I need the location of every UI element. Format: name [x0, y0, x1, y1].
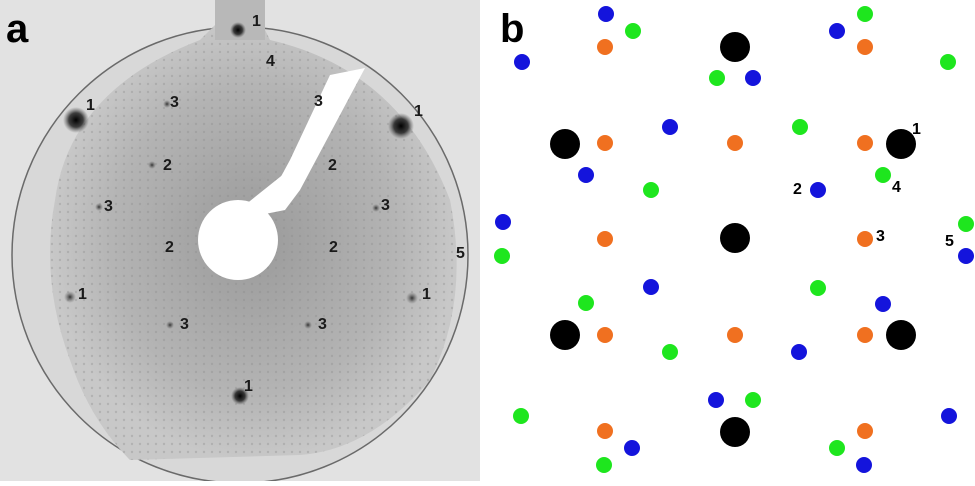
green-spot: [625, 23, 641, 39]
blue-spot: [791, 344, 807, 360]
green-spot: [643, 182, 659, 198]
blue-spot: [829, 23, 845, 39]
model-pattern-panel: 1 2 4 3 5 b: [480, 0, 975, 481]
diffraction-spot: [406, 292, 418, 304]
blue-spot: [662, 119, 678, 135]
spot-label: 2: [165, 239, 174, 256]
green-spot: [857, 6, 873, 22]
spot-label: 3: [318, 316, 327, 333]
blue-spot: [745, 70, 761, 86]
spot-label: 2: [328, 157, 337, 174]
blue-spot: [598, 6, 614, 22]
spot-label: 3: [170, 94, 179, 111]
orange-spot: [857, 231, 873, 247]
spot-label: 5: [945, 233, 954, 250]
blue-spot: [875, 296, 891, 312]
diffraction-spot: [230, 22, 246, 38]
black-spot: [550, 129, 580, 159]
spot-label: 3: [314, 93, 323, 110]
diffraction-spot: [163, 100, 171, 108]
spot-label: 1: [86, 97, 95, 114]
panel-letter-b: b: [500, 7, 524, 51]
orange-spot: [857, 135, 873, 151]
blue-spot: [643, 279, 659, 295]
green-spot: [578, 295, 594, 311]
diffraction-spot: [304, 321, 312, 329]
orange-spot: [597, 39, 613, 55]
blue-spot: [958, 248, 974, 264]
blue-spot: [941, 408, 957, 424]
black-spot: [720, 223, 750, 253]
orange-spot: [597, 423, 613, 439]
green-spot: [810, 280, 826, 296]
green-spot: [513, 408, 529, 424]
green-spot: [940, 54, 956, 70]
spot-label: 3: [381, 197, 390, 214]
orange-spot: [857, 39, 873, 55]
green-spot: [494, 248, 510, 264]
diffraction-spot: [63, 107, 89, 133]
spot-label: 2: [793, 181, 802, 198]
green-spot: [745, 392, 761, 408]
green-spot: [596, 457, 612, 473]
spot-label: 1: [252, 13, 261, 30]
spot-label: 4: [266, 53, 275, 70]
black-spot: [550, 320, 580, 350]
blue-spot: [810, 182, 826, 198]
orange-spot: [727, 327, 743, 343]
black-spot: [720, 32, 750, 62]
orange-spot: [727, 135, 743, 151]
orange-spot: [857, 423, 873, 439]
black-spot: [720, 417, 750, 447]
diffraction-spot: [372, 204, 380, 212]
blue-spot: [495, 214, 511, 230]
spot-label: 5: [456, 245, 465, 262]
electron-gun-shadow: [198, 68, 365, 280]
green-spot: [875, 167, 891, 183]
black-spot: [886, 320, 916, 350]
black-spot: [886, 129, 916, 159]
model-pattern-image: 1 2 4 3 5 b: [480, 0, 975, 481]
diffraction-spot: [388, 113, 414, 139]
spot-label: 2: [163, 157, 172, 174]
spot-label: 4: [892, 179, 901, 196]
spot-label: 3: [104, 198, 113, 215]
diffraction-spot: [148, 161, 156, 169]
spot-label: 3: [180, 316, 189, 333]
spot-label: 1: [422, 286, 431, 303]
leed-pattern-panel: 1 4 3 1 3 1 2 2 3 3 2 2 5 1 1 3 3 1 a: [0, 0, 480, 484]
diffraction-spot: [95, 203, 103, 211]
orange-spot: [597, 327, 613, 343]
spot-label: 1: [912, 121, 921, 138]
spot-label: 1: [78, 286, 87, 303]
green-spot: [709, 70, 725, 86]
diffraction-spot: [231, 387, 249, 405]
orange-spot: [597, 135, 613, 151]
green-spot: [662, 344, 678, 360]
spot-label: 2: [329, 239, 338, 256]
blue-spot: [578, 167, 594, 183]
leed-pattern-image: 1 4 3 1 3 1 2 2 3 3 2 2 5 1 1 3 3 1 a: [0, 0, 480, 484]
diffraction-spot: [166, 321, 174, 329]
spot-label: 3: [876, 228, 885, 245]
orange-spot: [597, 231, 613, 247]
green-spot: [958, 216, 974, 232]
green-spot: [829, 440, 845, 456]
spot-label: 1: [244, 378, 253, 395]
spot-label: 1: [414, 103, 423, 120]
panel-letter-a: a: [6, 7, 29, 51]
diffraction-spot: [64, 291, 76, 303]
blue-spot: [856, 457, 872, 473]
green-spot: [792, 119, 808, 135]
blue-spot: [624, 440, 640, 456]
blue-spot: [514, 54, 530, 70]
blue-spot: [708, 392, 724, 408]
orange-spot: [857, 327, 873, 343]
